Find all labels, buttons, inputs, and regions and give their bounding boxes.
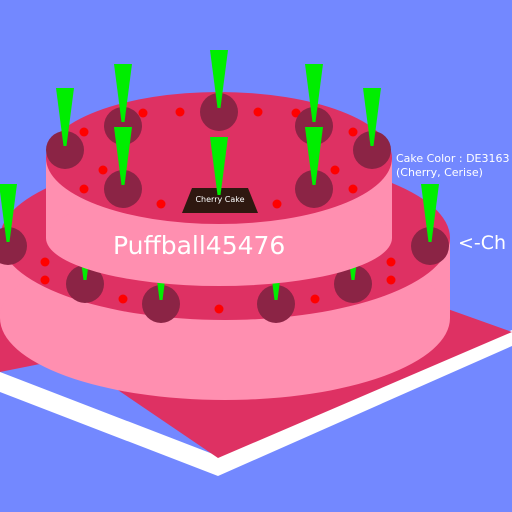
frosting-dot (330, 165, 340, 175)
frosting-dot (79, 184, 89, 194)
cherry (200, 93, 238, 131)
frosting-dot (40, 257, 50, 267)
frosting-dot (79, 127, 89, 137)
frosting-dot (98, 165, 108, 175)
frosting-dot (291, 108, 301, 118)
frosting-dot (138, 108, 148, 118)
cherry (334, 265, 372, 303)
candle (210, 137, 228, 195)
cherry (46, 131, 84, 169)
board-edge (0, 330, 512, 476)
frosting-dot (175, 107, 185, 117)
cherry (353, 131, 391, 169)
front-decorations (210, 137, 228, 200)
cherry (142, 285, 180, 323)
candle (421, 184, 439, 242)
candle (363, 88, 381, 146)
frosting-dot (348, 127, 358, 137)
frosting-dot (386, 257, 396, 267)
cherry (104, 170, 142, 208)
cake-plaque: Cherry Cake (182, 188, 258, 213)
top-tier-decorations (46, 50, 391, 209)
cherry (257, 285, 295, 323)
candle (0, 184, 17, 242)
cherry (66, 265, 104, 303)
arrow-pointer-text: <-Ch (458, 232, 506, 254)
cherry (411, 227, 449, 265)
cherry (295, 107, 333, 145)
frosting-dot (348, 184, 358, 194)
frosting-dot (40, 275, 50, 285)
candle (210, 50, 228, 108)
frosting-dot (310, 294, 320, 304)
cherry (104, 107, 142, 145)
frosting-dot (386, 275, 396, 285)
frosting-dot (272, 199, 282, 209)
cake-color-line-2: (Cherry, Cerise) (396, 166, 483, 179)
candle (114, 64, 132, 122)
frosting-dot (214, 304, 224, 314)
candle (305, 127, 323, 185)
bottom-tier-decorations (0, 184, 449, 323)
candle (56, 88, 74, 146)
frosting-dot (156, 199, 166, 209)
frosting-dot (118, 294, 128, 304)
candle (305, 64, 323, 122)
plaque-text: Cherry Cake (195, 195, 244, 204)
candle (114, 127, 132, 185)
plaque-shape (182, 188, 258, 213)
cherry (295, 170, 333, 208)
cake-name-text: Puffball45476 (113, 231, 285, 260)
frosting-dot (253, 107, 263, 117)
cake-color-line-1: Cake Color : DE3163 (396, 152, 510, 165)
